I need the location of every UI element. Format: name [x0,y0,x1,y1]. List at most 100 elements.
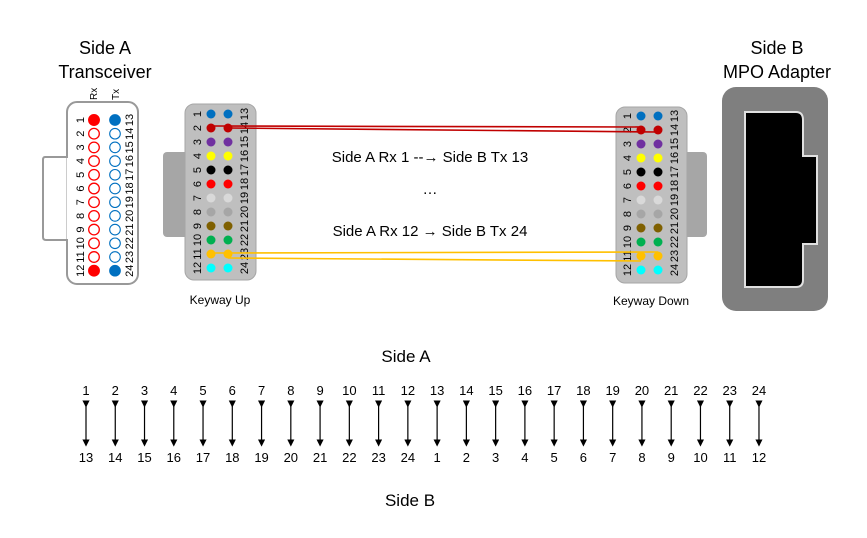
side-a-fiber-number: 7 [258,383,265,398]
fiber-dot [223,263,233,273]
fiber-position-number: 8 [622,211,634,217]
tx-port [109,223,121,236]
fiber-position-number: 10 [192,234,204,246]
fiber-position-number: 20 [669,208,681,220]
fiber-position-number: 2 [192,125,204,131]
rx-port-number: 7 [75,199,87,205]
side-b-fiber-number: 7 [609,450,616,465]
rx-port-number: 3 [75,144,87,150]
connector-body [184,103,257,281]
fiber-position-number: 12 [192,262,204,274]
fiber-position-number: 21 [239,220,251,232]
transceiver-title: Transceiver [58,62,151,82]
fiber-dot [206,263,216,273]
fiber-dot [206,165,216,175]
side-b-fiber-number: 20 [284,450,298,465]
rx-port [88,237,100,250]
fiber-dot [653,223,663,233]
side-a-fiber-number: 17 [547,383,561,398]
fiber-position-number: 6 [192,181,204,187]
tx-port [109,196,121,209]
tx-port [109,264,121,277]
rx-port [88,223,100,236]
side-b-fiber-number: 8 [638,450,645,465]
fiber-lines [210,125,659,262]
tx-port-number: 16 [124,155,136,167]
tx-port-number: 24 [124,265,136,277]
fiber-position-number: 4 [622,155,634,161]
side-b-fiber-number: 3 [492,450,499,465]
mapping-ellipsis: … [423,181,438,198]
fiber-position-number: 9 [192,223,204,229]
rx-port [88,264,100,277]
fiber-position-number: 14 [669,124,681,136]
tx-port [109,168,121,181]
fiber-dot [206,151,216,161]
side-a-fiber-number: 24 [752,383,766,398]
mapping-label-bottom: Side B [385,491,435,510]
side-b-fiber-number: 15 [137,450,151,465]
rx-port [88,141,100,154]
side-b-fiber-number: 10 [693,450,707,465]
tx-port [109,114,121,126]
fiber-dot [653,195,663,205]
adapter-port [744,111,818,288]
transceiver-keyway [42,156,68,241]
connector-key-tab [163,152,189,237]
side-a-fiber-number: 5 [199,383,206,398]
fiber-tx24-line [227,257,642,262]
rx-port-number: 8 [75,213,87,219]
fiber-position-number: 12 [622,264,634,276]
tx-port [109,251,121,263]
side-a-fiber-number: 23 [722,383,736,398]
fiber-position-number: 19 [669,194,681,206]
fiber-dot [223,151,233,161]
side-a-fiber-number: 16 [518,383,532,398]
rx-port [88,155,100,168]
rx-port [88,251,100,263]
side-b-fiber-number: 18 [225,450,239,465]
side-a-fiber-number: 1 [82,383,89,398]
tx-port [109,182,121,195]
side-a-fiber-number: 20 [635,383,649,398]
side-b-fiber-number: 1 [434,450,441,465]
fiber-dot [653,139,663,149]
fiber-dot [223,165,233,175]
fiber-dot [206,137,216,147]
side-b-fiber-number: 19 [254,450,268,465]
fiber-dot [653,265,663,275]
side-b-fiber-number: 13 [79,450,93,465]
side-a-fiber-number: 9 [316,383,323,398]
side-b-fiber-number: 24 [401,450,415,465]
side-a-title: Side A [79,38,131,58]
fiber-dot [653,153,663,163]
rx-port-number: 9 [75,227,87,233]
rx-port-number: 12 [75,265,87,277]
rx-port-number: 4 [75,158,87,164]
side-a-fiber-number: 15 [488,383,502,398]
tx-port-number: 17 [124,169,136,181]
fiber-position-number: 3 [192,139,204,145]
fiber-dot [636,251,646,261]
fiber-position-number: 19 [239,192,251,204]
side-a-fiber-number: 12 [401,383,415,398]
fiber-position-number: 24 [239,262,251,274]
fiber-dot [206,123,216,133]
fiber-dot [223,221,233,231]
fiber-dot [636,265,646,275]
fiber-position-number: 8 [192,209,204,215]
side-a-fiber-number: 2 [112,383,119,398]
fiber-position-number: 11 [192,248,204,259]
rx-port-number: 10 [75,237,87,249]
fiber-position-number: 17 [239,164,251,176]
rx-port [88,196,100,209]
fiber-dot [653,167,663,177]
fiber-dot [653,251,663,261]
fiber-dot [206,179,216,189]
fiber-dot [206,249,216,259]
fiber-dot [636,195,646,205]
fiber-dot [223,193,233,203]
fiber-dot [223,109,233,119]
tx-port [109,210,121,222]
fiber-position-number: 1 [622,113,634,119]
